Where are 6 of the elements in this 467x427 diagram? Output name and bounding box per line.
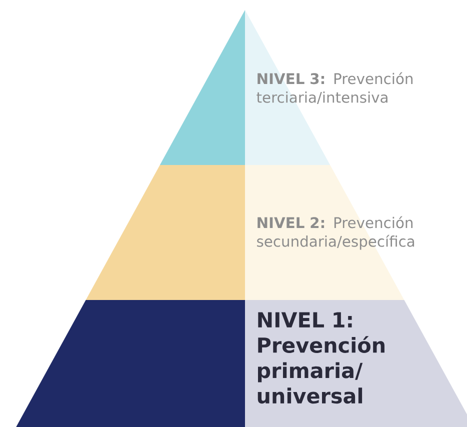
pyramid-band: NIVEL 1: Prevención primaria/ universal bbox=[16, 300, 467, 427]
pyramid-band: NIVEL 2: Prevención secundaria/específica bbox=[86, 165, 414, 300]
node-label: NIVEL 3: Prevención terciaria/intensiva bbox=[256, 72, 412, 104]
node-label: NIVEL 2: Prevención secundaria/específica bbox=[257, 216, 414, 250]
node-label: NIVEL 1: Prevención primaria/ universal bbox=[258, 312, 384, 404]
pyramid-band: NIVEL 3: Prevención terciaria/intensiva bbox=[160, 10, 412, 165]
